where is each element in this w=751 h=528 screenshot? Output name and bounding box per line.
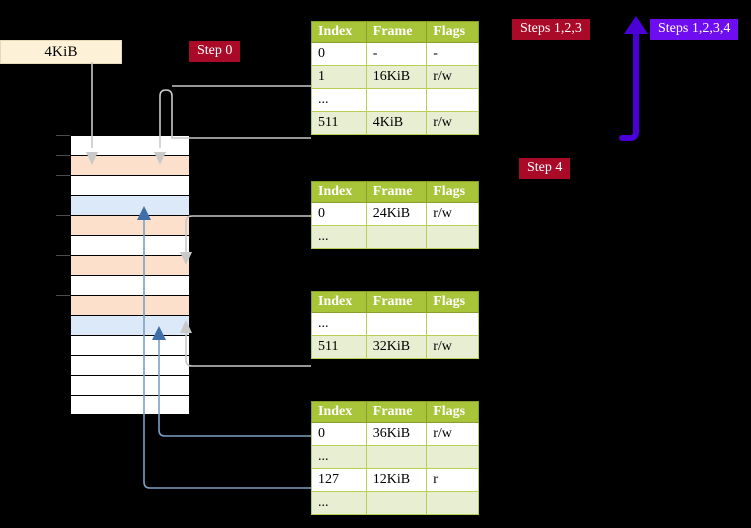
memory-frame-7 [70, 275, 190, 295]
cell-frame: 12KiB [365, 468, 428, 492]
memory-frame-3 [70, 195, 190, 215]
column-header-index: Index [311, 21, 367, 43]
memory-frame-12 [70, 375, 190, 395]
column-header-frame: Frame [365, 401, 428, 423]
column-header-frame: Frame [365, 291, 428, 313]
badge-steps-1-2-3: Steps 1,2,3 [512, 19, 590, 41]
cell-frame [365, 491, 428, 515]
cell-index: 0 [311, 42, 367, 66]
cell-index: 0 [311, 422, 367, 446]
memory-frame-5 [70, 235, 190, 255]
cell-index: 0 [311, 202, 367, 226]
cell-index: 511 [311, 335, 367, 359]
cell-flags: r [426, 468, 479, 492]
cell-frame [365, 445, 428, 469]
cell-flags [426, 445, 479, 469]
cell-frame: 32KiB [365, 335, 428, 359]
cell-index: ... [311, 225, 367, 249]
cell-flags: r/w [426, 111, 479, 135]
column-header-index: Index [311, 401, 367, 423]
cell-frame: 24KiB [365, 202, 428, 226]
memory-tick-8 [56, 295, 70, 296]
column-header-index: Index [311, 181, 367, 203]
cell-frame [365, 225, 428, 249]
memory-frame-4 [70, 215, 190, 235]
cell-frame [365, 312, 428, 336]
table-row: ... [311, 491, 479, 515]
cell-frame: 4KiB [365, 111, 428, 135]
memory-frame-13 [70, 395, 190, 415]
memory-tick-1 [56, 155, 70, 156]
cell-flags: r/w [426, 422, 479, 446]
cell-flags [426, 225, 479, 249]
cell-index: ... [311, 445, 367, 469]
column-header-frame: Frame [365, 21, 428, 43]
cell-frame: 16KiB [365, 65, 428, 89]
cell-flags [426, 312, 479, 336]
table-row: 0-- [311, 42, 479, 66]
cell-frame [365, 88, 428, 112]
cell-index: ... [311, 491, 367, 515]
memory-tick-2 [56, 175, 70, 176]
cell-flags: r/w [426, 65, 479, 89]
table-row: ... [311, 225, 479, 249]
cell-flags: r/w [426, 335, 479, 359]
cell-flags: - [426, 42, 479, 66]
memory-frame-8 [70, 295, 190, 315]
table-row: ... [311, 312, 479, 336]
badge-step-0: Step 0 [189, 41, 241, 63]
badge-step-4: Step 4 [519, 158, 571, 180]
memory-size-label: 4KiB [44, 43, 78, 60]
cell-index: 1 [311, 65, 367, 89]
cell-flags [426, 491, 479, 515]
column-header-flags: Flags [426, 291, 479, 313]
badge-steps-1-2-3-4: Steps 1,2,3,4 [650, 19, 739, 41]
column-header-frame: Frame [365, 181, 428, 203]
column-header-flags: Flags [426, 181, 479, 203]
memory-tick-4 [56, 215, 70, 216]
cell-index: ... [311, 312, 367, 336]
column-header-index: Index [311, 291, 367, 313]
memory-size-caption: 4KiB [0, 40, 122, 64]
cell-flags [426, 88, 479, 112]
memory-frame-6 [70, 255, 190, 275]
cell-flags: r/w [426, 202, 479, 226]
column-header-flags: Flags [426, 401, 479, 423]
memory-tick-0 [56, 135, 70, 136]
violet-step-arrow [619, 16, 648, 141]
table-row: ... [311, 88, 479, 112]
cell-frame: 36KiB [365, 422, 428, 446]
memory-frame-2 [70, 175, 190, 195]
cell-index: 511 [311, 111, 367, 135]
memory-tick-6 [56, 255, 70, 256]
table-row: ... [311, 445, 479, 469]
cell-index: 127 [311, 468, 367, 492]
cell-frame: - [365, 42, 428, 66]
column-header-flags: Flags [426, 21, 479, 43]
cell-index: ... [311, 88, 367, 112]
